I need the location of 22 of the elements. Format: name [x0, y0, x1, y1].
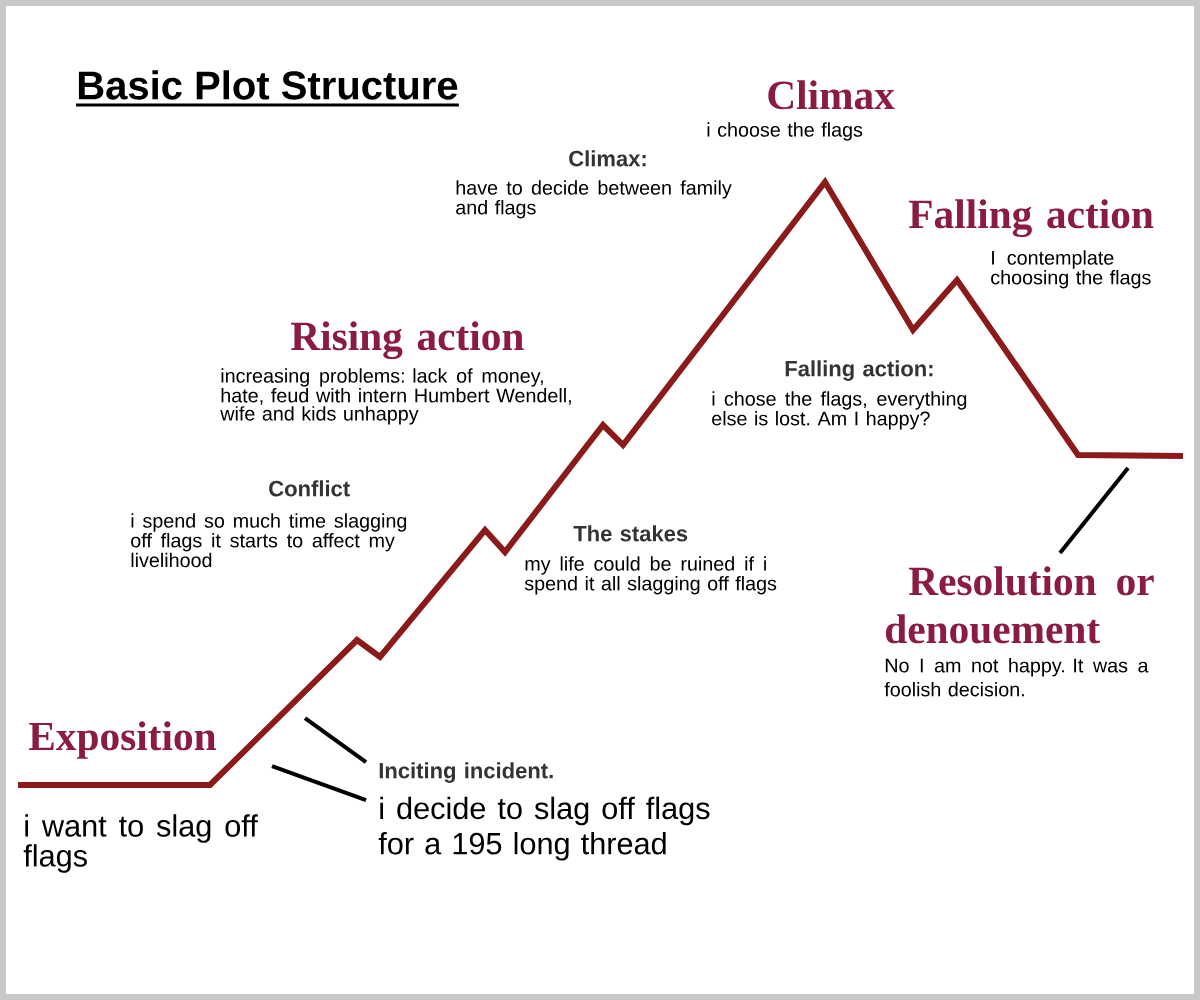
description-text: I contemplate choosing the flags [991, 250, 1151, 289]
description-text: i want to slag off flags [23, 814, 258, 873]
leader-line [1058, 466, 1130, 555]
plot-stage-note: Resolution or denouement No I am not happy. It was a foolish decision. [884, 566, 1154, 697]
description-text: i choose the flags [707, 122, 863, 141]
section-heading: Falling action: [785, 360, 933, 381]
section-heading: Climax: [569, 150, 646, 167]
leader-line [271, 764, 367, 802]
stage-heading: Exposition [29, 721, 216, 759]
section-heading: The stakes [573, 525, 688, 542]
description-text: my life could be ruined if i spend it all slagging off flags [524, 556, 777, 595]
description-text: i spend so much time slagging off flags it starts to affect my livelihood [131, 513, 407, 568]
stage-heading: Climax [768, 80, 895, 110]
stage-heading: Falling action [909, 199, 1154, 238]
section-heading: Conflict [269, 480, 350, 497]
plot-stage-note: Inciting incident. i decide to slag off flags for a 195 long thread [378, 762, 710, 861]
title: Basic Plot Structure [76, 70, 459, 107]
description-text: increasing problems: lack of money, hate, feud with intern Humbert Wendell, wife and kids unhappy [220, 368, 571, 425]
stage-heading: Rising action [291, 321, 524, 360]
leader-line [303, 716, 368, 764]
description-text: have to decide between family and flags [456, 180, 732, 219]
description-text: i chose the flags, everything else is lost. Am I happy? [712, 391, 967, 430]
